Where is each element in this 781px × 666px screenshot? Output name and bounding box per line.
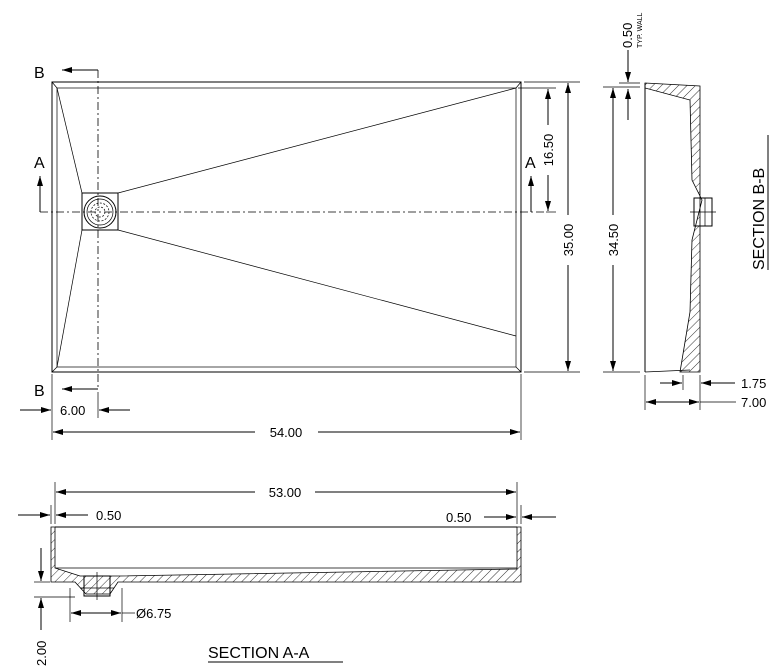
pan-inner-edge <box>56 87 517 368</box>
section-b-title: SECTION B-B <box>751 168 768 270</box>
dim-left-wall: 0.50 <box>96 508 121 523</box>
dim-drain-offset: 6.00 <box>60 403 85 418</box>
dim-right-wall: 0.50 <box>446 510 471 525</box>
plan-view: A A B B 6.00 54.00 16.50 35.00 <box>20 65 580 440</box>
section-a-view: 53.00 0.50 0.50 Ø6.75 2.00 SECTION A-A <box>18 482 556 666</box>
dim-inner-length: 53.00 <box>269 485 302 500</box>
section-b-marker-top: B <box>34 65 45 82</box>
dim-drain-center: 16.50 <box>541 134 556 167</box>
section-a-title: SECTION A-A <box>208 645 310 662</box>
dim-drain-dia: Ø6.75 <box>136 606 171 621</box>
dim-wall: 0.50 <box>620 23 635 48</box>
dim-inner-width: 34.50 <box>606 224 621 257</box>
wall-note: TYP. WALL <box>637 12 644 48</box>
dim-length: 54.00 <box>270 425 303 440</box>
section-b-marker-bottom: B <box>34 383 45 400</box>
section-b-profile <box>644 82 703 373</box>
section-a-marker-right: A <box>525 155 536 172</box>
drain-square <box>81 192 119 231</box>
dim-height: 7.00 <box>741 395 766 410</box>
dim-width: 35.00 <box>561 224 576 257</box>
section-b-view: 34.50 0.50 TYP. WALL 1.75 7.00 SECTION B… <box>603 12 769 410</box>
dim-drain-depth: 2.00 <box>34 641 49 666</box>
dim-curb: 1.75 <box>741 376 766 391</box>
section-a-marker-left: A <box>34 155 45 172</box>
slope-lines <box>56 87 517 368</box>
section-a-profile <box>50 526 522 595</box>
pan-outline <box>51 81 522 373</box>
